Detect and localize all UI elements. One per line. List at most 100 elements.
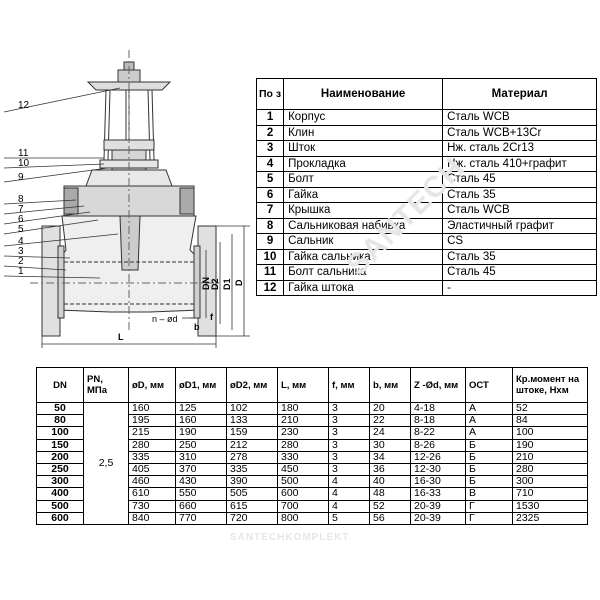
- dimension-cell: 405: [128, 462, 176, 477]
- dn-cell: 200: [36, 450, 84, 464]
- callout-10: 10: [18, 158, 30, 169]
- dimension-cell: 133: [226, 414, 278, 428]
- dimension-cell: 100: [512, 426, 588, 440]
- dimension-cell: 310: [175, 450, 227, 464]
- part-material: Сталь WCB: [442, 109, 598, 126]
- dimension-cell: 280: [128, 438, 176, 452]
- dimension-cell: 500: [277, 475, 329, 489]
- dimensions-header-cell: øD, мм: [128, 367, 176, 403]
- dimension-cell: 610: [128, 487, 176, 501]
- callout-9: 9: [18, 172, 24, 183]
- part-name: Болт: [283, 171, 444, 188]
- part-material: Нж. сталь 410+графит: [442, 155, 598, 172]
- dimensions-header-cell: b, мм: [369, 367, 411, 403]
- dimension-cell: 730: [128, 499, 176, 513]
- part-name: Клин: [283, 124, 444, 141]
- dim-label-l: L: [118, 332, 124, 342]
- part-name: Гайка штока: [283, 279, 444, 296]
- dn-cell: 500: [36, 499, 84, 513]
- parts-header-no: По з: [255, 78, 285, 110]
- dimension-cell: 460: [128, 475, 176, 489]
- dimensions-header-cell: f, мм: [328, 367, 370, 403]
- dimension-cell: Г: [465, 511, 513, 525]
- callout-11: 11: [18, 148, 29, 159]
- dimension-cell: 22: [369, 414, 411, 428]
- dim-label-d: D: [234, 279, 244, 286]
- dim-label-f: f: [210, 312, 214, 322]
- dimension-cell: 30: [369, 438, 411, 452]
- dimension-cell: 550: [175, 487, 227, 501]
- dimension-cell: 16-30: [410, 475, 466, 489]
- dimension-cell: Б: [465, 438, 513, 452]
- dimension-cell: 600: [277, 487, 329, 501]
- dimension-cell: 20: [369, 401, 411, 416]
- part-name: Сальник: [283, 233, 444, 250]
- dimension-cell: 210: [512, 450, 588, 464]
- part-number: 10: [255, 248, 285, 265]
- callout-4: 4: [18, 236, 24, 247]
- pn-cell: 2,5: [83, 402, 129, 525]
- callout-12: 12: [18, 100, 30, 111]
- dimension-cell: 48: [369, 487, 411, 501]
- dimension-cell: 800: [277, 511, 329, 525]
- dn-cell: 300: [36, 475, 84, 489]
- dimension-cell: 3: [328, 401, 370, 416]
- dimension-cell: 190: [175, 426, 227, 440]
- dimension-cell: 212: [226, 438, 278, 452]
- dimension-cell: 195: [128, 414, 176, 428]
- part-number: 2: [255, 124, 285, 141]
- dimension-cell: 615: [226, 499, 278, 513]
- part-number: 5: [255, 171, 285, 188]
- dimension-cell: Г: [465, 499, 513, 513]
- dimension-cell: 5: [328, 511, 370, 525]
- part-material: Сталь 45: [442, 264, 598, 281]
- dn-cell: 400: [36, 487, 84, 501]
- parts-header-name: Наименование: [283, 78, 444, 110]
- dn-cell: 100: [36, 426, 84, 440]
- dn-cell: 50: [36, 401, 84, 416]
- dimension-cell: 20-39: [410, 511, 466, 525]
- part-name: Болт сальника: [283, 264, 444, 281]
- dimension-cell: 3: [328, 462, 370, 477]
- dimension-cell: 4: [328, 475, 370, 489]
- dimension-cell: 2325: [512, 511, 588, 525]
- dim-label-dn: DN: [201, 277, 211, 290]
- dimension-cell: В: [465, 487, 513, 501]
- dimension-cell: 710: [512, 487, 588, 501]
- dim-label-d1: D1: [222, 278, 232, 290]
- dimension-cell: 24: [369, 426, 411, 440]
- dimension-cell: 34: [369, 450, 411, 464]
- part-material: Сталь WCB: [442, 202, 598, 219]
- dimension-cell: А: [465, 401, 513, 416]
- dimensions-header-cell: Z -Ød, мм: [410, 367, 466, 403]
- part-name: Гайка: [283, 186, 444, 203]
- dimension-cell: 660: [175, 499, 227, 513]
- part-material: Нж. сталь 2Cr13: [442, 140, 598, 157]
- dim-label-nd: n – ød: [152, 314, 178, 324]
- dimension-cell: 159: [226, 426, 278, 440]
- dimension-cell: 180: [277, 401, 329, 416]
- dimension-cell: 190: [512, 438, 588, 452]
- dimension-cell: 8-22: [410, 426, 466, 440]
- dimension-cell: 3: [328, 450, 370, 464]
- dimension-cell: 20-39: [410, 499, 466, 513]
- dimension-cell: 12-26: [410, 450, 466, 464]
- dimension-cell: 125: [175, 401, 227, 416]
- part-material: -: [442, 279, 598, 296]
- part-material: Эластичный графит: [442, 217, 598, 234]
- dimensions-header-cell: ОСТ: [465, 367, 513, 403]
- dimension-cell: 390: [226, 475, 278, 489]
- dimension-cell: 36: [369, 462, 411, 477]
- dimension-cell: 4: [328, 487, 370, 501]
- dimension-cell: Б: [465, 462, 513, 477]
- dimension-cell: 52: [369, 499, 411, 513]
